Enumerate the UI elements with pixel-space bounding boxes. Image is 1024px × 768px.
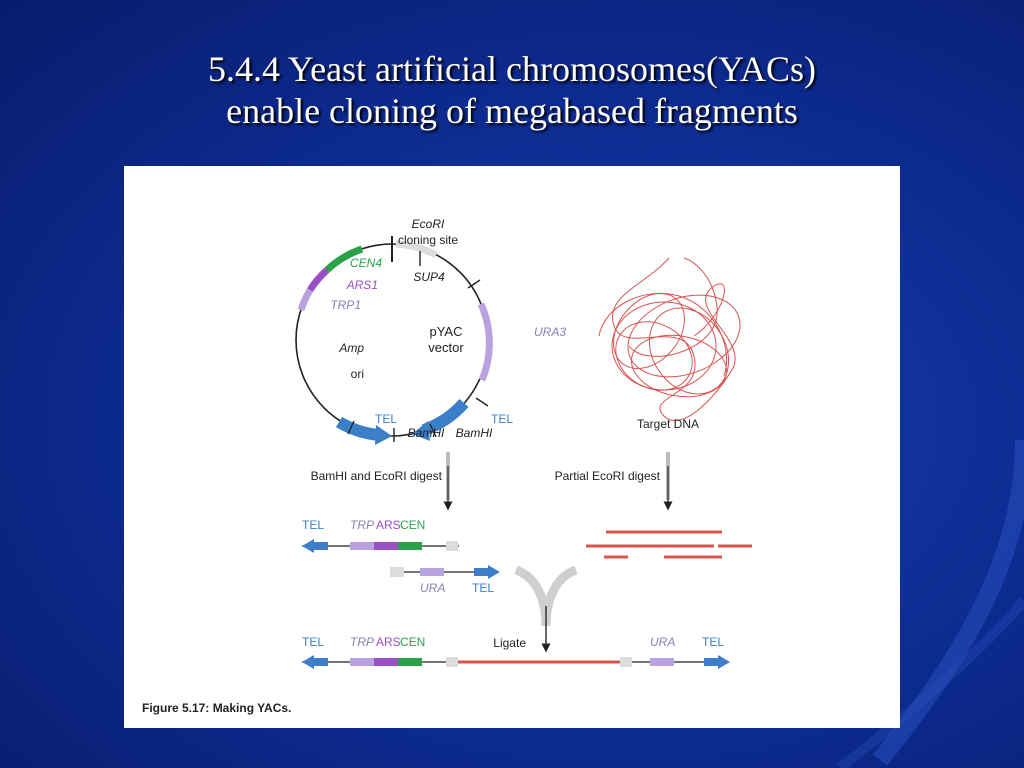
final-tel-right-label: TEL (702, 635, 724, 649)
ecori-label: EcoRI (412, 217, 445, 231)
final-ura-label: URA (650, 635, 675, 649)
target-dna-label: Target DNA (637, 417, 699, 431)
slide-title-line2: enable cloning of megabased fragments (226, 91, 798, 131)
figure-panel: EcoRI cloning site SUP4 CEN4 ARS1 TRP1 A… (124, 166, 900, 728)
cen4-segment (324, 245, 364, 273)
tel-left-label: TEL (375, 412, 397, 426)
ars1-label: ARS1 (346, 278, 378, 292)
tel-left-arrowhead (375, 425, 392, 445)
pyac-label: pYAC (430, 324, 463, 339)
ori-label: ori (351, 367, 364, 381)
final-trp-label: TRP (350, 635, 374, 649)
pyac-vector: EcoRI cloning site SUP4 CEN4 ARS1 TRP1 A… (295, 217, 566, 445)
final-yac-construct: TEL TRP ARS CEN URA TEL (302, 635, 730, 669)
yac-diagram: EcoRI cloning site SUP4 CEN4 ARS1 TRP1 A… (142, 217, 752, 715)
sup4-segment (395, 240, 438, 259)
tel-right-label: TEL (491, 412, 513, 426)
frag-trp-label: TRP (350, 518, 374, 532)
final-cen-label: CEN (400, 635, 425, 649)
frag-tel-label: TEL (302, 518, 324, 532)
ligate-branch-left (514, 565, 551, 627)
ligate-label: Ligate (493, 636, 526, 650)
frag-ura-label: URA (420, 581, 445, 595)
bamhi-right-label: BamHI (456, 426, 493, 440)
right-arm-fragment: URA TEL (390, 565, 500, 595)
frag-cen-label: CEN (400, 518, 425, 532)
figure-caption: Figure 5.17: Making YACs. (142, 701, 291, 715)
bamhi-left-label: BamHI (408, 426, 445, 440)
amp-label: Amp (338, 341, 364, 355)
cen4-label: CEN4 (350, 256, 382, 270)
sup4-label: SUP4 (413, 270, 445, 284)
cloning-site-label: cloning site (398, 233, 458, 247)
vector-label: vector (428, 340, 464, 355)
left-digest-label: BamHI and EcoRI digest (311, 469, 443, 483)
trp1-label: TRP1 (330, 298, 361, 312)
ura3-segment (477, 302, 493, 382)
left-arm-fragment: TEL TRP ARS CEN (302, 518, 459, 553)
ligate-branch-right (541, 565, 578, 627)
ura3-label: URA3 (534, 325, 566, 339)
frag-tel-right-label: TEL (472, 581, 494, 595)
slide-title: 5.4.4 Yeast artificial chromosomes(YACs)… (0, 48, 1024, 132)
ars1-segment (307, 267, 330, 292)
final-ars-label: ARS (376, 635, 401, 649)
target-dna (598, 257, 741, 422)
trp1-segment (297, 288, 314, 312)
right-digest-label: Partial EcoRI digest (555, 469, 661, 483)
target-fragments (586, 530, 752, 559)
final-tel-left-label: TEL (302, 635, 324, 649)
slide-title-line1: 5.4.4 Yeast artificial chromosomes(YACs) (208, 49, 816, 89)
tel-right-arrowhead (412, 421, 430, 441)
frag-ars-label: ARS (376, 518, 401, 532)
tel-left-segment (335, 416, 380, 441)
